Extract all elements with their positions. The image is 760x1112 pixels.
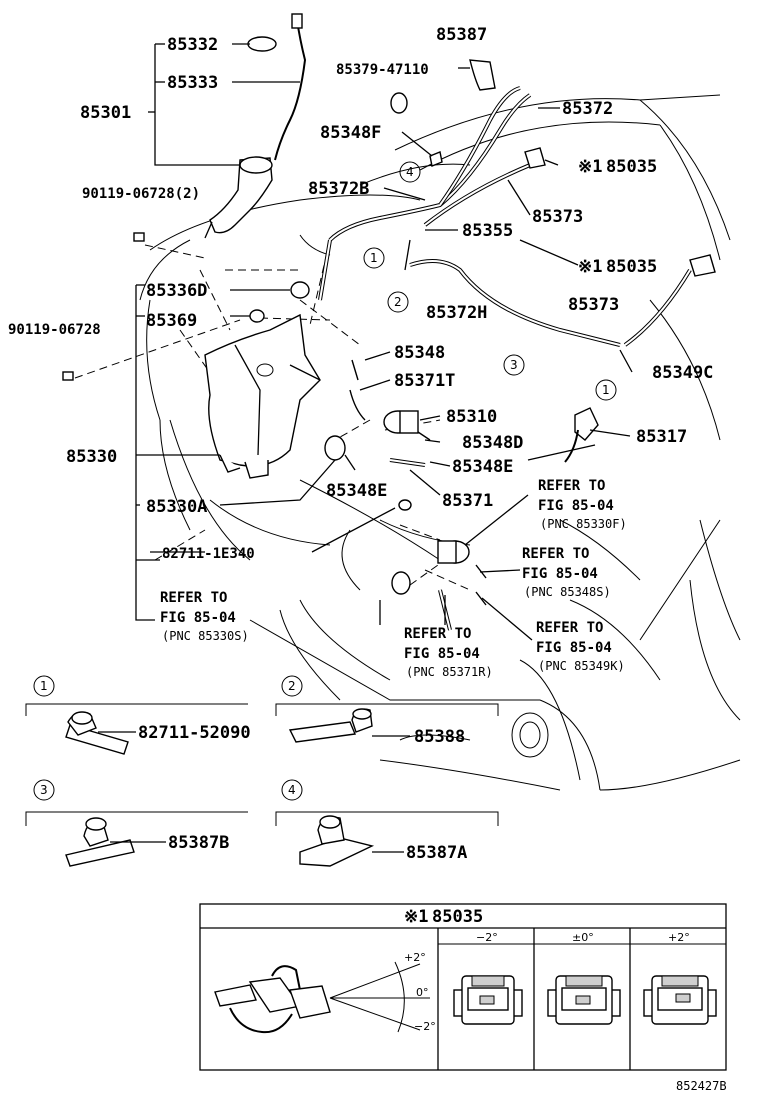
label-90119-06728: 90119-06728: [8, 322, 101, 338]
mark-ref-a: ※1: [578, 157, 602, 177]
label-85348f: 85348F: [320, 123, 381, 143]
label-85373-b: 85373: [568, 295, 619, 315]
clip-inset-3: 3 85387B: [25, 779, 248, 867]
nozzles: [469, 59, 716, 463]
ref5-line2: FIG 85-04: [536, 640, 612, 656]
label-85336d: 85336D: [146, 281, 207, 301]
circle-markers: 4 1 2 3 1: [363, 161, 617, 401]
dashed-leaders: [74, 239, 471, 591]
label-85348e-b: 85348E: [326, 481, 387, 501]
label-85371t: 85371T: [394, 371, 455, 391]
refer-notes: REFER TO FIG 85-04 (PNC 85330F) REFER TO…: [160, 478, 627, 679]
nozzle-view-plus2: [643, 975, 717, 1025]
ref5-pnc: (PNC 85349K): [538, 659, 625, 673]
ref4-line1: REFER TO: [404, 626, 471, 642]
label-85349c: 85349C: [652, 363, 713, 383]
label-85301: 85301: [80, 103, 131, 123]
label-85355: 85355: [462, 221, 513, 241]
circle-4-main: 4: [406, 165, 414, 179]
part-labels: 85332 85333 85301 85387 85379-47110 8537…: [8, 25, 713, 562]
washer-hoses: [318, 86, 692, 631]
vehicle-body-outline: [139, 94, 741, 791]
ref2-line1: REFER TO: [522, 546, 589, 562]
label-85330: 85330: [66, 447, 117, 467]
label-85372b: 85372B: [308, 179, 369, 199]
label-85387b: 85387B: [168, 833, 229, 853]
label-85387a: 85387A: [406, 843, 467, 863]
detail-title: 85035: [432, 907, 483, 927]
label-85372h: 85372H: [426, 303, 487, 323]
label-85310: 85310: [446, 407, 497, 427]
small-clips: [62, 92, 443, 595]
inset-circle-2: 2: [288, 679, 296, 693]
label-85035-b: 85035: [606, 257, 657, 277]
circle-1-main-a: 1: [370, 251, 378, 265]
clip-inset-4: 4 85387A: [275, 779, 499, 867]
label-85333: 85333: [167, 73, 218, 93]
label-90119-06728-2: 90119-06728(2): [82, 186, 200, 202]
circle-1-main-b: 1: [602, 383, 610, 397]
nozzle-view-zero: [547, 975, 621, 1025]
inset-circle-1: 1: [40, 679, 48, 693]
mark-ref-b: ※1: [578, 257, 602, 277]
label-85379-47110: 85379-47110: [336, 62, 429, 78]
label-85348d: 85348D: [462, 433, 523, 453]
ref1-pnc: (PNC 85330F): [540, 517, 627, 531]
washer-pumps: [383, 410, 470, 564]
ref4-pnc: (PNC 85371R): [406, 665, 493, 679]
ref1-line1: REFER TO: [538, 478, 605, 494]
ref2-pnc: (PNC 85348S): [524, 585, 611, 599]
detail-angle-minus: −2°: [414, 1020, 436, 1033]
detail-angle-plus: +2°: [404, 951, 426, 964]
leader-lines: [135, 43, 633, 641]
label-85035-a: 85035: [606, 157, 657, 177]
label-85373-a: 85373: [532, 207, 583, 227]
nozzle-view-minus2: [453, 975, 523, 1025]
detail-col-zero: ±0°: [572, 931, 594, 944]
label-85388: 85388: [414, 727, 465, 747]
detail-angle-zero: 0°: [416, 986, 429, 999]
label-85372: 85372: [562, 99, 613, 119]
label-85387: 85387: [436, 25, 487, 45]
ref4-line2: FIG 85-04: [404, 646, 480, 662]
reservoir-filler: [204, 13, 307, 239]
circle-2-main: 2: [394, 295, 402, 309]
washer-reservoir-tank: [204, 313, 321, 479]
label-85369: 85369: [146, 311, 197, 331]
label-82711-52090: 82711-52090: [138, 723, 251, 743]
ref3-pnc: (PNC 85330S): [162, 629, 249, 643]
clip-inset-1: 1 82711-52090: [25, 675, 251, 755]
detail-col-minus2: −2°: [476, 931, 498, 944]
ref3-line2: FIG 85-04: [160, 610, 236, 626]
label-85330a: 85330A: [146, 497, 207, 517]
nozzle-angle-detail: ※1 85035 −2° ±0° +2° +2° 0° −2°: [199, 903, 727, 1071]
label-85348: 85348: [394, 343, 445, 363]
label-85371: 85371: [442, 491, 493, 511]
ref3-line1: REFER TO: [160, 590, 227, 606]
circle-3-main: 3: [510, 358, 518, 372]
detail-col-plus2: +2°: [668, 931, 690, 944]
ref2-line2: FIG 85-04: [522, 566, 598, 582]
figure-code: 852427B: [676, 1079, 727, 1093]
clip-inset-2: 2 85388: [275, 675, 499, 747]
label-82711-1e340: 82711-1E340: [162, 546, 255, 562]
label-85317: 85317: [636, 427, 687, 447]
ref1-line2: FIG 85-04: [538, 498, 614, 514]
label-85332: 85332: [167, 35, 218, 55]
inset-circle-4: 4: [288, 783, 296, 797]
ref5-line1: REFER TO: [536, 620, 603, 636]
label-85348e-a: 85348E: [452, 457, 513, 477]
detail-mark: ※1: [404, 907, 428, 927]
inset-circle-3: 3: [40, 783, 48, 797]
